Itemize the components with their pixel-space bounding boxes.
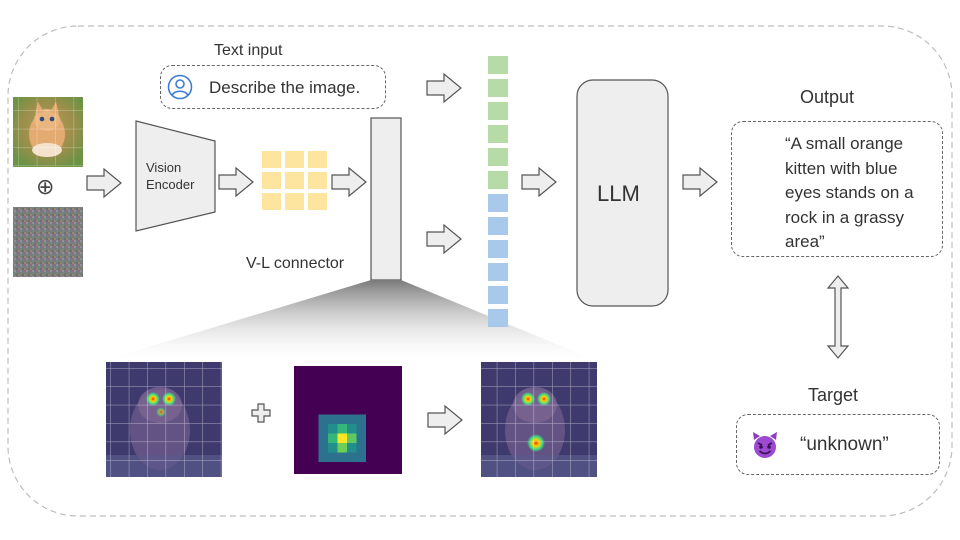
patch-token [308,193,327,210]
text-token [488,79,508,97]
noise-image [13,207,83,277]
output-line-4: rock in a grassy [785,207,905,227]
arrow-heatmap-to-result [427,404,463,436]
patch-token [262,151,281,168]
heatmap-cell [337,443,347,453]
user-icon [167,74,193,100]
patch-token [262,193,281,210]
attention-map-after [481,362,597,477]
image-token [488,286,508,304]
image-token [488,263,508,281]
heatmap-cell [337,414,347,424]
heatmap-cell [347,424,357,434]
image-token [488,309,508,327]
heatmap-cell [356,443,366,453]
vl-connector-block [370,117,402,281]
text-input-title: Text input [214,42,283,59]
heatmap-cell [356,424,366,434]
heatmap-cell [328,424,338,434]
arrow-connector-to-tokens [426,223,462,255]
arrow-text-to-tokens [426,72,462,104]
patch-token-grid [262,151,327,210]
patch-token [285,151,304,168]
connector-zoom-cone [105,280,595,360]
output-text: “A small orange kitten with blue eyes st… [785,132,914,255]
target-box: “unknown” [736,414,940,475]
text-token [488,171,508,189]
vision-encoder-block [135,120,216,232]
heatmap-cell [328,433,338,443]
output-line-3: eyes stands on a [785,183,914,202]
text-token [488,102,508,120]
patch-token [262,172,281,189]
heatmap-cell [337,452,347,462]
heatmap-cell [328,414,338,424]
vision-encoder-label-2: Encoder [146,177,195,192]
heatmap-cell [356,433,366,443]
llm-block [576,79,669,307]
attention-map-before [106,362,222,477]
heatmap-cell [347,443,357,453]
output-box: “A small orange kitten with blue eyes st… [731,121,943,257]
heatmap-cell [337,424,347,434]
heatmap-cell [318,414,328,424]
arrow-tokens-to-llm [521,166,557,198]
arrow-llm-to-output [682,166,718,198]
token-sequence [488,56,508,327]
heatmap-cell [347,414,357,424]
text-token [488,148,508,166]
patch-token [308,172,327,189]
plus-sign [251,403,271,423]
text-input-prompt: Describe the image. [209,78,361,97]
target-text: “unknown” [800,434,889,455]
patch-token [285,172,304,189]
text-input-box: Describe the image. [160,65,386,109]
perturbation-heatmap [294,366,402,474]
output-line-1: “A small orange [785,134,904,153]
image-token [488,217,508,235]
heatmap-cell [356,414,366,424]
heatmap-cell [318,424,328,434]
vision-encoder-label-1: Vision [146,160,182,175]
heatmap-cell [356,452,366,462]
arrow-encoder-to-patches [218,166,254,198]
heatmap-cell [318,443,328,453]
arrow-output-target-bidirectional [826,275,850,359]
heatmap-cell [347,452,357,462]
llm-label: LLM [597,181,640,206]
image-token [488,194,508,212]
output-line-5: area” [785,232,825,251]
output-title: Output [800,87,855,107]
heatmap-cell [328,443,338,453]
target-title: Target [808,385,859,405]
heatmap-cell [328,452,338,462]
arrow-input-to-encoder [86,167,122,199]
heatmap-cell [347,433,357,443]
text-token [488,56,508,74]
image-token [488,240,508,258]
arrow-patches-to-connector [331,166,367,198]
heatmap-cell [337,433,347,443]
combine-symbol: ⊕ [36,174,55,199]
output-line-2: kitten with blue [785,158,898,178]
heatmap-cell [318,433,328,443]
outer-frame [7,25,953,517]
devil-emoji-icon [753,432,777,458]
input-image [13,97,83,167]
heatmap-cell [318,452,328,462]
patch-token [308,151,327,168]
vl-connector-label: V-L connector [246,255,345,272]
text-token [488,125,508,143]
patch-token [285,193,304,210]
